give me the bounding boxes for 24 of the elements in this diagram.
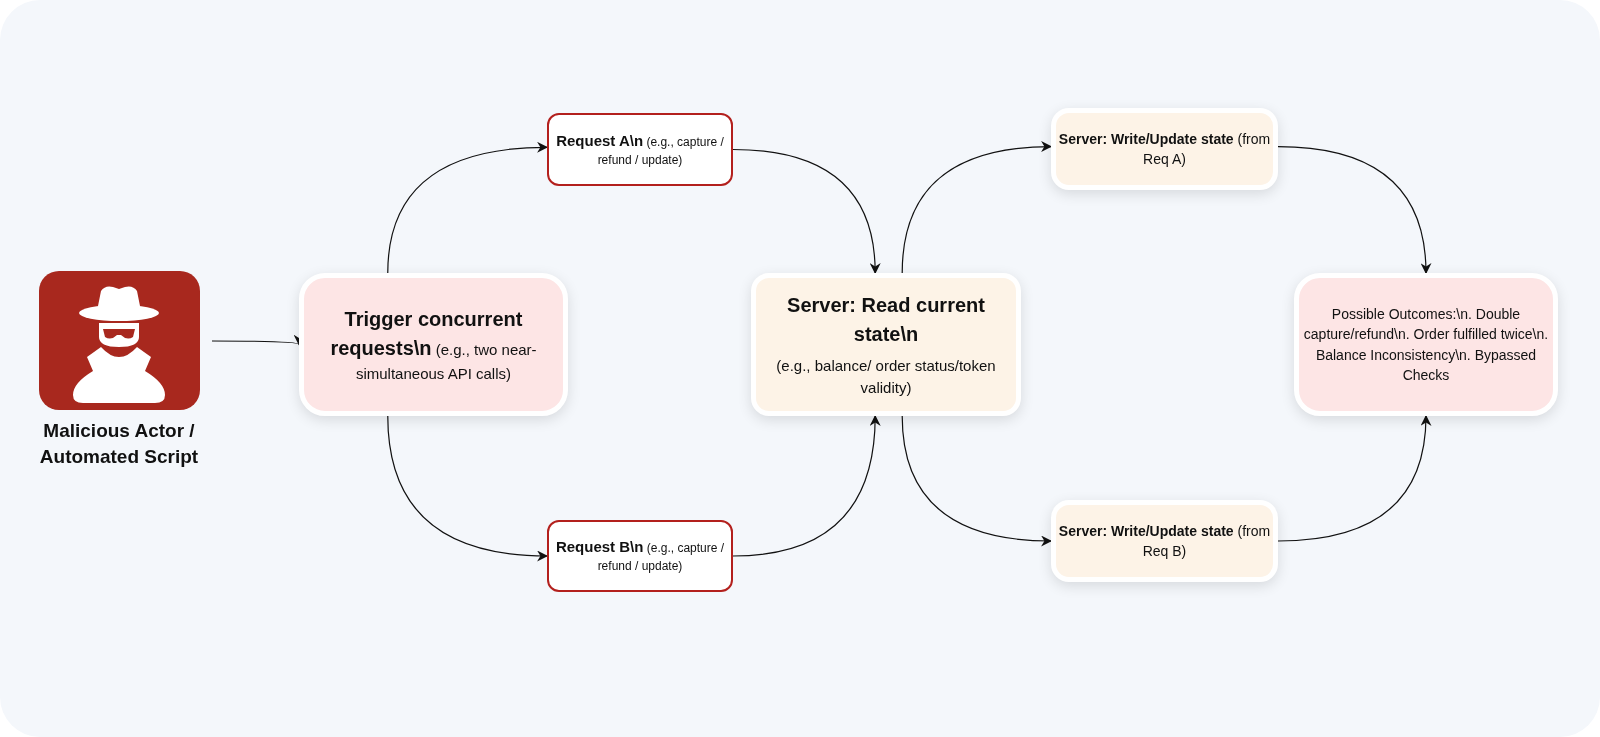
box-text: Server: Write/Update state (from Req A) xyxy=(1057,129,1272,169)
arrow xyxy=(211,333,300,346)
box-text: Request B\n (e.g., capture / refund / update) xyxy=(554,537,726,576)
arrow xyxy=(732,414,881,557)
box-text: Server: Write/Update state (from Req B) xyxy=(1057,521,1272,561)
arrow xyxy=(732,148,881,275)
arrow xyxy=(901,141,1053,274)
process-box xyxy=(299,273,568,416)
process-box xyxy=(1051,500,1278,582)
request-box xyxy=(547,113,733,186)
outcome-box xyxy=(1294,273,1558,416)
process-box xyxy=(751,273,1021,416)
process-box xyxy=(1051,108,1278,190)
box-text: Trigger concurrent requests\n (e.g., two near-simultaneous API calls) xyxy=(329,306,538,384)
box-text: Server: Read current state\n (e.g., balance/ order status/token validity) xyxy=(775,292,997,398)
arrow xyxy=(901,415,1053,547)
box-text: Request A\n (e.g., capture / refund / update) xyxy=(555,130,725,169)
arrow xyxy=(387,415,549,562)
arrow xyxy=(387,142,549,274)
request-box xyxy=(547,520,733,592)
actor-label: Malicious Actor / Automated Script xyxy=(38,419,200,469)
arrow xyxy=(1277,145,1431,275)
arrow xyxy=(1277,414,1431,542)
box-text: Possible Outcomes:\n. Double capture/refund\n. Order fulfilled twice\n. Balance Inconsistency\n. Bypassed Checks xyxy=(1302,304,1550,385)
